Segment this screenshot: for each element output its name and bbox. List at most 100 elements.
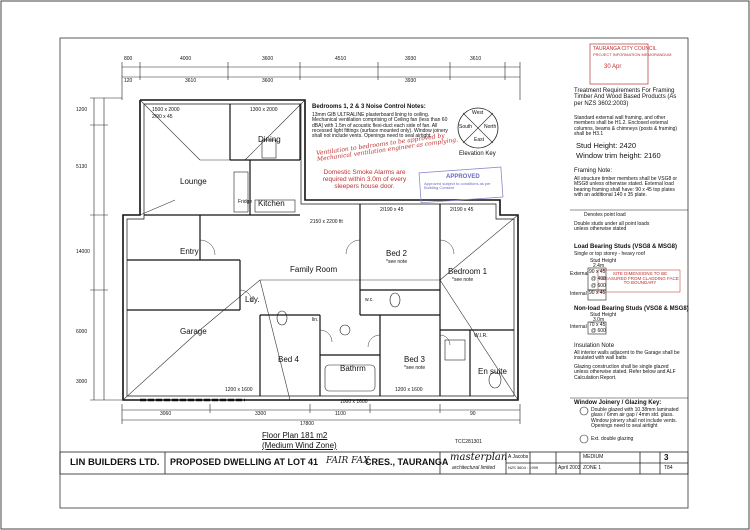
- room-entry: Entry: [180, 247, 199, 256]
- dim-left-0: 1200: [76, 107, 88, 113]
- dim-left-5: 3000: [76, 379, 88, 385]
- notes-dividers: [570, 209, 688, 399]
- double-studs-note: Double studs under all point loads unles…: [574, 221, 650, 233]
- bed2-see-note: *see note: [386, 259, 408, 265]
- room-bed2: Bed 2: [386, 249, 407, 258]
- dim-left-1: 5130: [76, 164, 88, 170]
- floor-plan-title: Floor Plan 181 m2: [262, 431, 328, 440]
- bed3-see-note: *see note: [404, 365, 426, 371]
- joinery-symbols: [579, 406, 589, 444]
- room-bed4: Bed 4: [278, 355, 299, 364]
- stud-table: [587, 267, 607, 335]
- room-lounge: Lounge: [180, 177, 207, 186]
- noise-notes-body: 13mm GIB ULTRALINE plasterboard lining t…: [312, 112, 448, 139]
- lb-stud-height: Stud Height: [590, 258, 617, 264]
- project-title: PROPOSED DWELLING AT LOT 41: [170, 457, 319, 467]
- window-label-5: 2150 x 2200 fit: [310, 219, 343, 225]
- elev-south: South: [459, 124, 473, 130]
- window-trim-height: Window trim height: 2160: [576, 151, 661, 160]
- council-stamp-title: TAURANGA CITY COUNCIL: [593, 46, 657, 52]
- wind-zone-label: (Medium Wind Zone): [262, 441, 337, 450]
- cell-drawn-by: A Jacobs: [508, 454, 529, 460]
- insulation-body: All interior walls adjacent to the Garag…: [574, 350, 680, 362]
- glazing-note: Glazing construction shall be single gla…: [574, 364, 676, 381]
- cell-zone: ZONE 1: [583, 465, 602, 471]
- doc-ref: TCC281301: [455, 439, 482, 445]
- elev-east: East: [474, 137, 485, 143]
- dim-top2-1: 3610: [185, 78, 197, 84]
- external-walls-inner: [126, 103, 515, 397]
- noise-notes-title: Bedrooms 1, 2 & 3 Noise Control Notes:: [312, 104, 426, 110]
- insulation-title: Insulation Note: [574, 343, 615, 349]
- label-wir: W.I.R.: [474, 333, 488, 339]
- street-name-handwritten: FAIR FAX: [326, 456, 370, 466]
- left-dimensions: [90, 97, 122, 401]
- approved-stamp-title: APPROVED: [446, 174, 480, 180]
- dim-top-8: 3930: [405, 56, 417, 62]
- dim-bottom2-3: 3300: [255, 411, 267, 417]
- nlb-internal: Internal: [570, 324, 587, 330]
- cell-wind: MEDIUM: [583, 454, 604, 460]
- lb-ext-val-2: @ 600: [591, 283, 606, 289]
- council-stamp-sub: PROJECT INFORMATION MEMORANDUM: [593, 52, 672, 57]
- council-stamp-frame: [589, 43, 649, 85]
- lintel-label-7: 2/190 x 45: [450, 207, 474, 213]
- dim-top2-0: 120: [124, 78, 133, 84]
- dim-top-9: 3610: [470, 56, 482, 62]
- bathroom-fixtures: [276, 292, 502, 392]
- dim-top-1: 800: [124, 56, 133, 62]
- internal-walls: [127, 104, 514, 396]
- elevation-key-diagram: [457, 107, 499, 149]
- nlb-stud-height: Stud Height: [590, 312, 617, 318]
- lb-single: Single or top storey - heavy roof: [574, 251, 645, 257]
- room-ensuite: En suite: [478, 367, 507, 376]
- treatment-body: Standard external wall framing, and othe…: [574, 115, 678, 137]
- lb-external: External: [570, 271, 589, 277]
- dim-top-6: 4510: [335, 56, 347, 62]
- window-label-10: 1200 x 1600: [395, 387, 423, 393]
- logo-subtitle: architectural limited: [452, 465, 496, 471]
- room-family: Family Room: [290, 265, 338, 274]
- window-label-11: 1000 x 1600: [340, 399, 368, 405]
- point-load-note: Denotes point load: [584, 212, 626, 218]
- dim-bottom2-1: 3060: [160, 411, 172, 417]
- room-kitchen: Kitchen: [258, 199, 285, 208]
- red-dims-frame: [597, 269, 681, 293]
- lb-2-4m: 2.4m: [593, 263, 605, 269]
- lb-internal: Internal: [570, 291, 587, 297]
- lb-ext-val-0: 90 x 45: [589, 269, 606, 275]
- framing-note-title: Framing Note:: [574, 168, 613, 174]
- window-label-0: 1500 x 2000: [152, 107, 180, 113]
- bed1-see-note: *see note: [452, 277, 474, 283]
- nlb-val-0: 70 x 45: [589, 322, 606, 328]
- door-swings: [199, 239, 455, 348]
- room-bed3: Bed 3: [404, 355, 425, 364]
- smoke-alarm-note: Domestic Smoke Alarms are required withi…: [322, 169, 407, 190]
- lb-ext-val-1: @ 400: [591, 276, 606, 282]
- joinery-b-note: Double glazed with 10.38mm laminated gla…: [591, 407, 679, 429]
- room-laundry: Ldy.: [245, 295, 260, 304]
- room-bathroom: Bathrm: [340, 364, 366, 373]
- joinery-title: Window Joinery / Glazing Key:: [574, 400, 662, 406]
- cell-sheet-number: 3: [664, 453, 669, 462]
- street-suffix: CRES., TAURANGA: [365, 457, 449, 467]
- label-linen: lin.: [312, 317, 319, 323]
- window-label-2: 1300 x 2000: [250, 107, 278, 113]
- dim-left-3: 14000: [76, 249, 90, 255]
- cell-standard: N2S 3604 : 1999: [508, 465, 539, 470]
- council-stamp-date: 30 Apr: [604, 64, 622, 70]
- approved-stamp-sub: Approved subject to conditions as per Bu…: [424, 181, 491, 191]
- lintel-label-6: 2/190 x 45: [380, 207, 404, 213]
- joinery-e-note: Ext. double glazing: [591, 436, 634, 442]
- window-label-8: 1200 x 1600: [225, 387, 253, 393]
- title-block-frame: [59, 451, 689, 475]
- dim-bottom2-4: 1100: [335, 411, 346, 417]
- nlb-studs-title: Non-load Bearing Studs (VSG8 & MSG8): [574, 306, 689, 312]
- kitchen-fixtures: [233, 139, 296, 213]
- dim-left-4: 6000: [76, 329, 88, 335]
- room-bedroom1: Bedroom 1: [448, 267, 488, 276]
- stud-height: Stud Height: 2420: [576, 141, 637, 150]
- elev-north: North: [484, 124, 497, 130]
